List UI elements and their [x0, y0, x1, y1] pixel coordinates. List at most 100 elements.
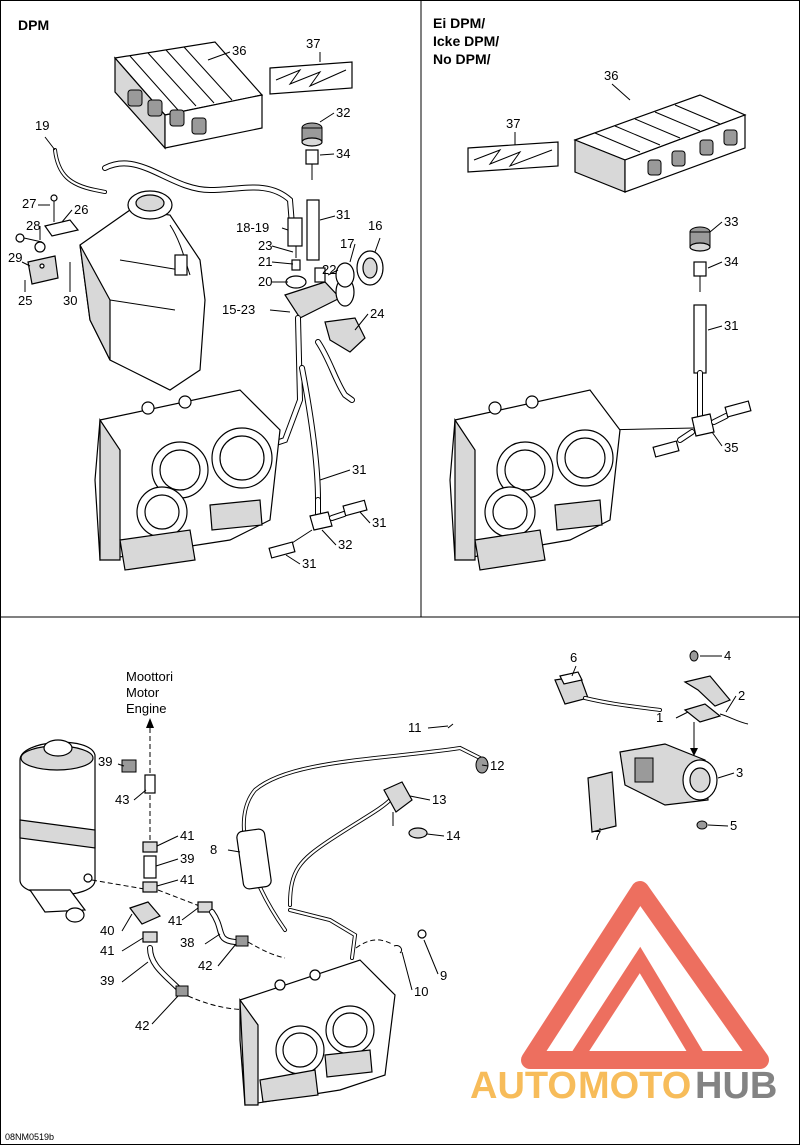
callout-bottom-12: 12	[490, 758, 504, 773]
part-36-module-nodpm	[573, 94, 747, 193]
callout-dpm-32-b: 32	[338, 537, 352, 552]
part-32-cap	[301, 122, 323, 147]
callout-dpm-30: 30	[63, 293, 77, 308]
callout-dpm-18-19: 18-19	[236, 220, 269, 235]
callouts-bottom: 39 43 41 39 41 40 41 41 38 42 39 42 8 11…	[98, 648, 745, 1033]
part-43-fitting	[144, 774, 156, 794]
panel-title-line-2: Icke DPM/	[433, 33, 499, 49]
callout-dpm-16: 16	[368, 218, 382, 233]
callout-dpm-32: 32	[336, 105, 350, 120]
callout-bottom-13: 13	[432, 792, 446, 807]
callout-bottom-6: 6	[570, 650, 577, 665]
callout-dpm-26: 26	[74, 202, 88, 217]
part-28-washer	[15, 233, 46, 253]
carburetor-assembly-nodpm	[449, 389, 621, 571]
part-13-lever	[383, 781, 413, 826]
part-40-tee	[129, 901, 161, 925]
callout-dpm-15-23: 15-23	[222, 302, 255, 317]
callout-nodpm-36: 36	[604, 68, 618, 83]
callout-dpm-27: 27	[22, 196, 36, 211]
logo-text-moto: MOTO	[578, 1065, 691, 1107]
part-3-housing	[619, 743, 718, 806]
callout-dpm-31-c: 31	[372, 515, 386, 530]
callout-bottom-41-a: 41	[180, 828, 194, 843]
callout-bottom-39-c: 39	[100, 973, 114, 988]
panel-title-line-1: Ei DPM/	[433, 15, 485, 31]
part-39-clamp-a	[121, 759, 137, 773]
callouts-dpm: 36 37 32 34 19 27 26 28 29 25 30 18-19 2…	[8, 36, 386, 571]
part-1-lever	[683, 675, 731, 723]
panel-title-line-3: No DPM/	[433, 51, 491, 67]
part-31-tube-upper	[306, 199, 320, 261]
part-8-boot	[236, 828, 272, 890]
part-34-fitting	[305, 149, 319, 180]
part-42-clamp-b	[235, 935, 249, 947]
callout-dpm-31-a: 31	[336, 207, 350, 222]
callout-bottom-38: 38	[180, 935, 194, 950]
callout-nodpm-31: 31	[724, 318, 738, 333]
callout-bottom-42-b: 42	[135, 1018, 149, 1033]
callout-bottom-41-d: 41	[168, 913, 182, 928]
part-5-screw	[696, 820, 708, 830]
part-11-clip	[447, 723, 454, 729]
callout-dpm-31-b: 31	[352, 462, 366, 477]
callout-dpm-31-d: 31	[302, 556, 316, 571]
part-14-grommet	[408, 827, 428, 839]
panel-no-dpm: Ei DPM/ Icke DPM/ No DPM/	[433, 15, 752, 571]
engine-label-line-3: Engine	[126, 701, 166, 716]
panel-title-dpm: DPM	[18, 17, 49, 33]
part-41-clamp-c	[142, 931, 158, 943]
callout-dpm-21: 21	[258, 254, 272, 269]
part-37-decal	[269, 61, 353, 95]
part-15-23-valve	[284, 217, 384, 353]
callout-nodpm-37: 37	[506, 116, 520, 131]
part-9-washer	[417, 929, 427, 939]
callout-bottom-40: 40	[100, 923, 114, 938]
part-oil-reservoir	[19, 739, 96, 923]
engine-label-line-2: Motor	[126, 685, 160, 700]
part-24-bracket	[324, 317, 366, 353]
part-oil-tank	[79, 190, 206, 391]
carburetor-assembly-dpm	[94, 389, 281, 571]
part-4-screw	[689, 650, 699, 662]
callout-nodpm-33: 33	[724, 214, 738, 229]
callout-bottom-11: 11	[408, 720, 422, 735]
part-35-tee	[652, 370, 752, 458]
part-10-clip	[393, 945, 403, 954]
part-37-decal-nodpm	[467, 141, 559, 173]
carburetor-assembly-bottom	[239, 959, 396, 1106]
callout-bottom-9: 9	[440, 968, 447, 983]
diagram-code: 08NM0519b	[5, 1132, 54, 1142]
automotohub-logo: AUTO MOTO HUB	[470, 881, 777, 1107]
part-41-clamp-b	[142, 881, 158, 893]
callout-dpm-20: 20	[258, 274, 272, 289]
part-7-cover	[587, 771, 617, 833]
part-2-spring	[719, 713, 749, 725]
callout-bottom-42-a: 42	[198, 958, 212, 973]
callout-bottom-10: 10	[414, 984, 428, 999]
callout-dpm-28: 28	[26, 218, 40, 233]
callout-nodpm-34: 34	[724, 254, 738, 269]
part-41-clamp-a	[142, 841, 158, 853]
callout-dpm-17: 17	[340, 236, 354, 251]
callout-dpm-29: 29	[8, 250, 22, 265]
callout-bottom-39-b: 39	[180, 851, 194, 866]
part-31-tube-nodpm	[693, 304, 707, 374]
logo-text-hub: HUB	[695, 1065, 777, 1107]
callout-dpm-34: 34	[336, 146, 350, 161]
callout-dpm-22: 22	[322, 262, 336, 277]
part-39-hose-a	[143, 855, 157, 879]
callout-bottom-8: 8	[210, 842, 217, 857]
part-41-clamp-d	[197, 901, 213, 913]
fuel-line-fittings	[121, 759, 286, 1011]
part-32-tee	[268, 497, 368, 559]
callout-dpm-37: 37	[306, 36, 320, 51]
callout-bottom-5: 5	[730, 818, 737, 833]
callout-bottom-39-a: 39	[98, 754, 112, 769]
callout-bottom-2: 2	[738, 688, 745, 703]
part-33-cap	[689, 226, 711, 252]
part-42-clamp-a	[175, 985, 189, 997]
part-17-oring	[335, 262, 355, 288]
callout-bottom-3: 3	[736, 765, 743, 780]
